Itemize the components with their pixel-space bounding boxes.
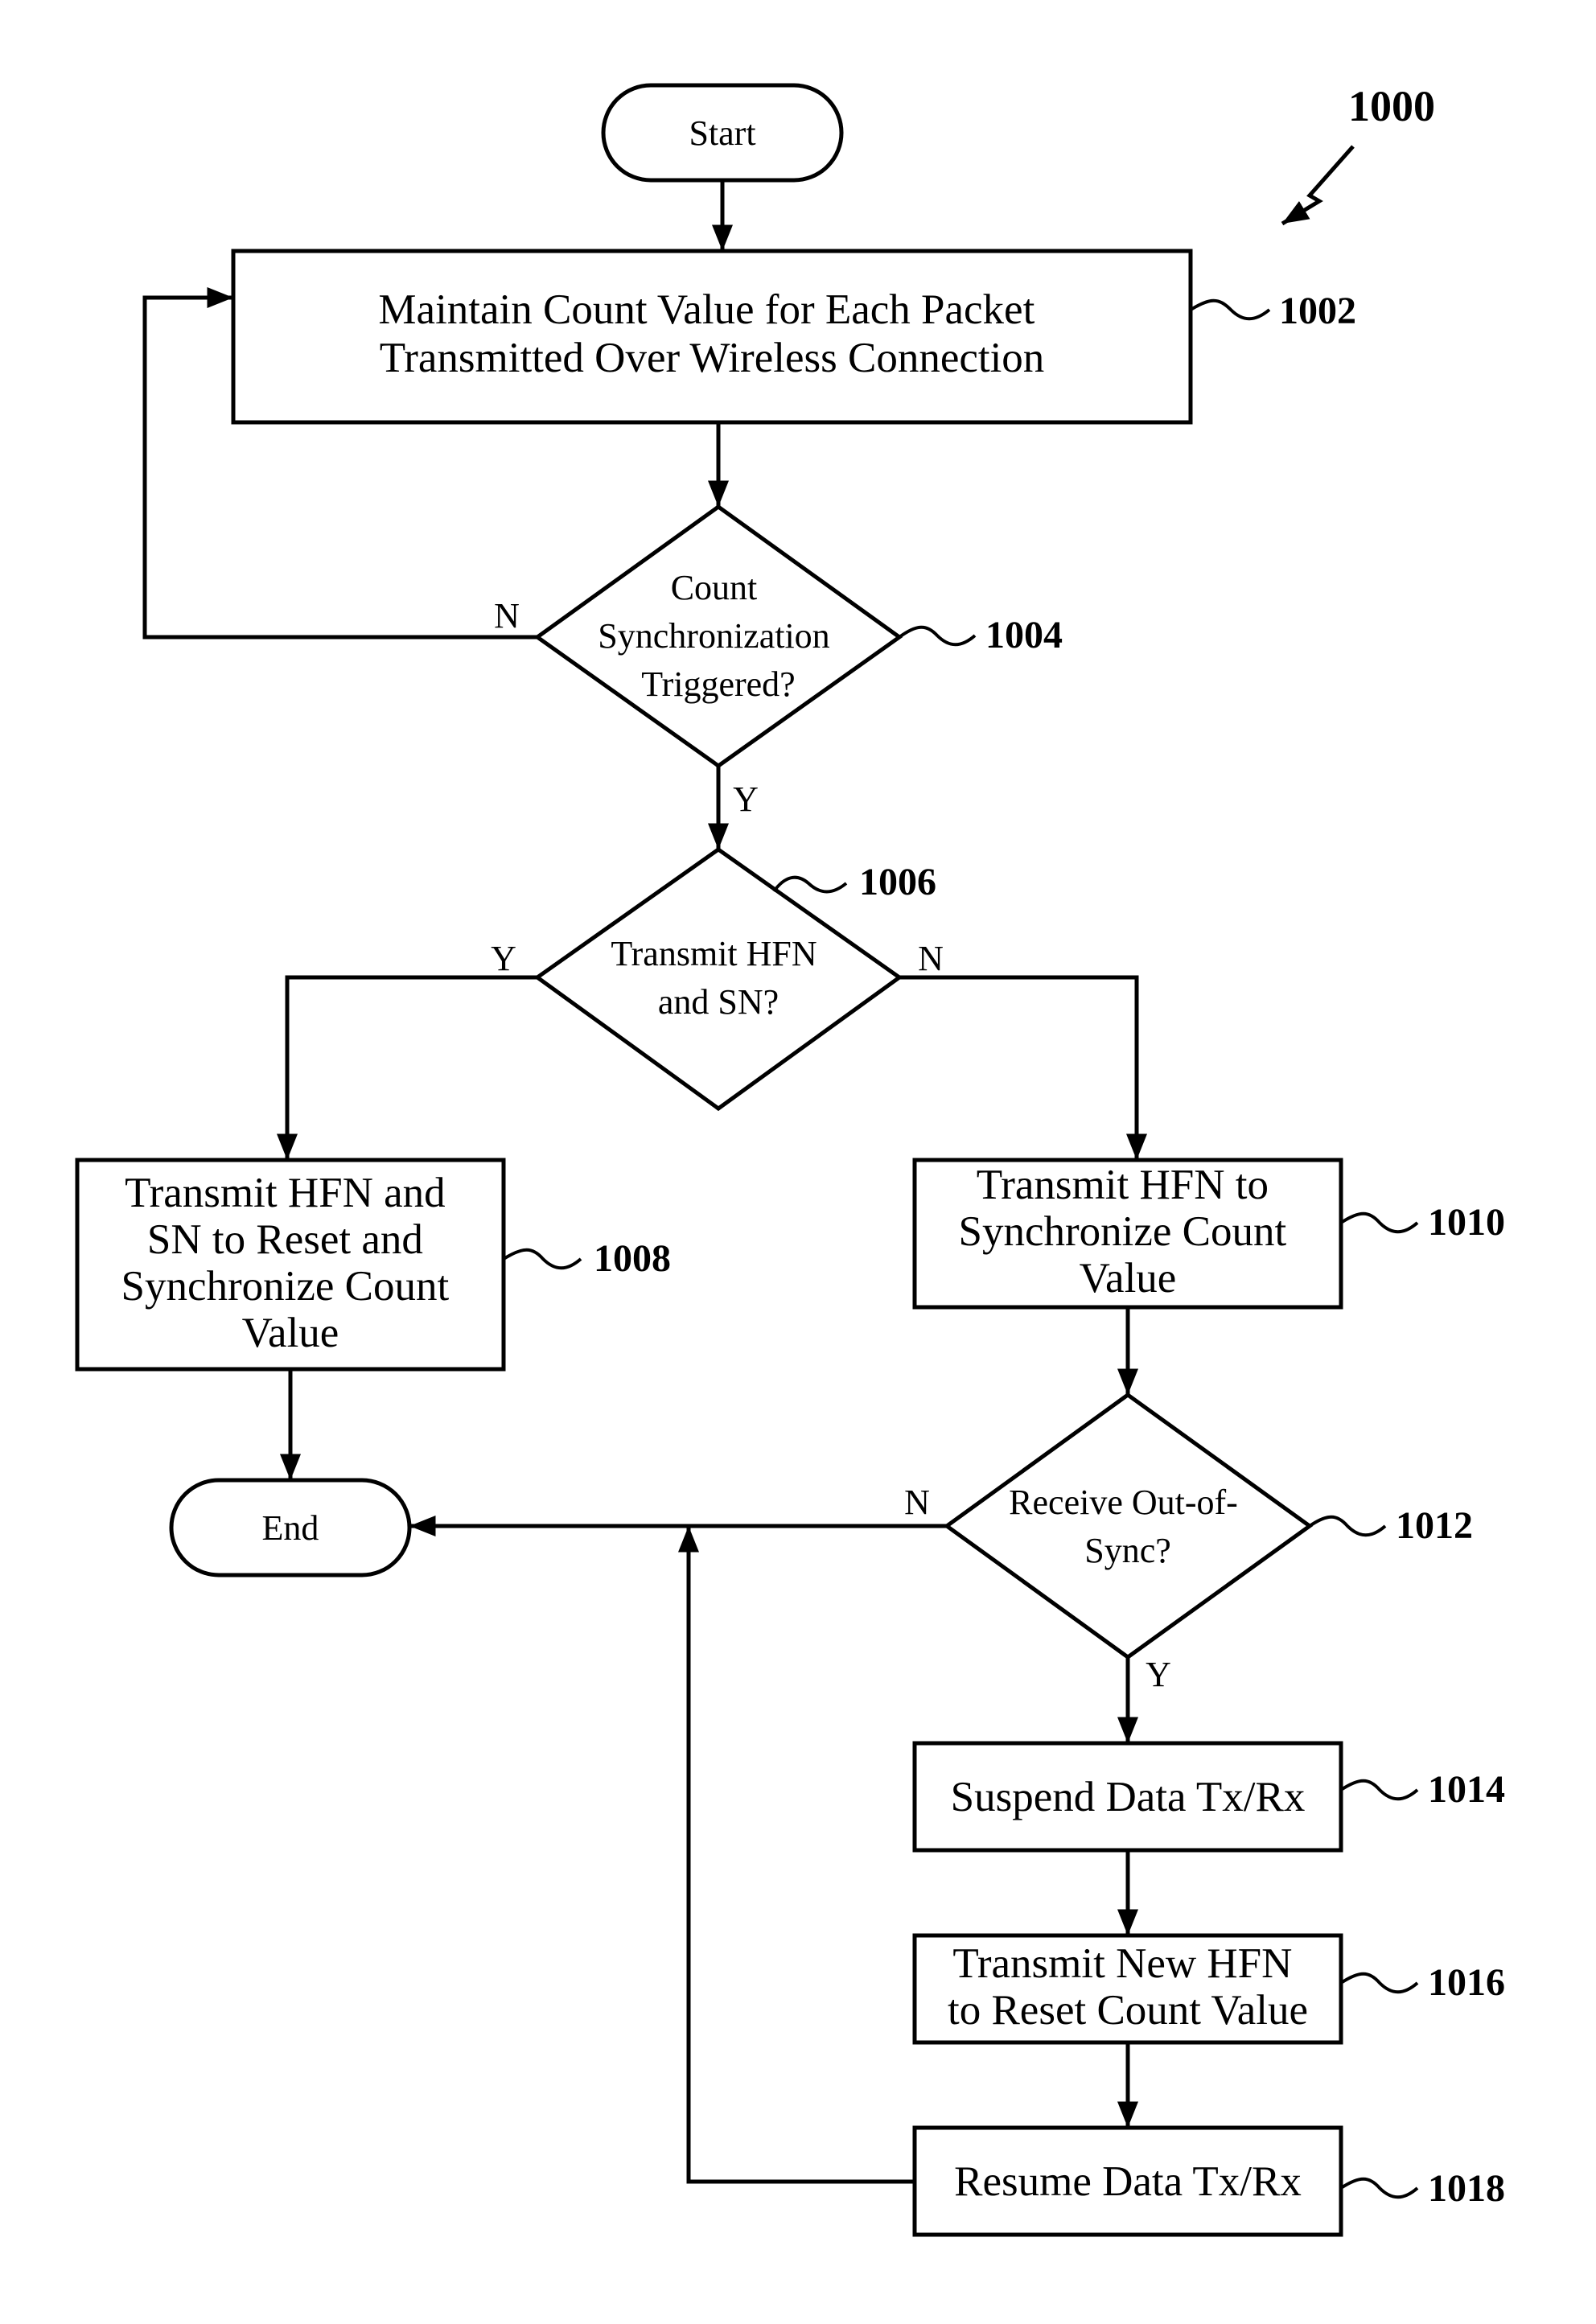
leader-1002 (1191, 301, 1269, 319)
ref-1012: 1012 (1396, 1504, 1473, 1547)
leader-1014 (1341, 1781, 1417, 1800)
figure-number: 1000 (1348, 82, 1435, 130)
ref-1010: 1010 (1428, 1201, 1505, 1244)
arrow-1006-no-to-1010 (899, 977, 1137, 1160)
ref-1002: 1002 (1279, 290, 1356, 332)
ref-1014: 1014 (1428, 1768, 1505, 1811)
start-terminator: Start (603, 85, 841, 180)
step-1012-decision: Receive Out-of- Sync? (947, 1395, 1310, 1657)
end-terminator: End (171, 1480, 409, 1575)
step-1016-box: Transmit New HFN to Reset Count Value (915, 1935, 1341, 2042)
step-1010-box: Transmit HFN to Synchronize Count Value (915, 1160, 1341, 1307)
step-1014-box: Suspend Data Tx/Rx (915, 1743, 1341, 1850)
leader-1010 (1341, 1214, 1417, 1232)
leader-1008 (504, 1250, 581, 1269)
step-1018-box: Resume Data Tx/Rx (915, 2128, 1341, 2235)
step-1006-decision: Transmit HFN and SN? (537, 849, 899, 1109)
step-1008-box: Transmit HFN and SN to Reset and Synchro… (77, 1160, 504, 1369)
end-label: End (262, 1508, 319, 1548)
ref-1018: 1018 (1428, 2167, 1505, 2210)
start-label: Start (689, 113, 755, 153)
edge-label-1004-no: N (494, 596, 520, 636)
ref-1004: 1004 (985, 614, 1063, 656)
edge-label-1006-no: N (918, 939, 944, 978)
arrow-1006-yes-to-1008 (287, 977, 537, 1160)
leader-1012 (1310, 1517, 1385, 1536)
edge-label-1012-no: N (904, 1483, 930, 1522)
leader-1016 (1341, 1974, 1417, 1993)
step-1002-box: Maintain Count Value for Each Packet Tra… (233, 251, 1191, 422)
edge-label-1006-yes: Y (491, 939, 516, 978)
step-1004-decision: Count Synchronization Triggered? (537, 507, 899, 766)
ref-1008: 1008 (594, 1237, 671, 1280)
edge-label-1004-yes: Y (733, 779, 759, 819)
ref-1006: 1006 (859, 861, 936, 903)
step-1018-text: Resume Data Tx/Rx (954, 2158, 1302, 2205)
edge-label-1012-yes: Y (1146, 1655, 1171, 1694)
ref-1016: 1016 (1428, 1961, 1505, 2004)
step-1016-text: Transmit New HFN to Reset Count Value (948, 1940, 1308, 2034)
arrow-1018-return-to-end-line (689, 1526, 915, 2182)
step-1014-text: Suspend Data Tx/Rx (951, 1774, 1306, 1820)
leader-1018 (1341, 2179, 1417, 2198)
leader-1006 (774, 878, 846, 892)
figure-pointer-arrow (1282, 146, 1353, 224)
leader-1004 (899, 627, 975, 645)
